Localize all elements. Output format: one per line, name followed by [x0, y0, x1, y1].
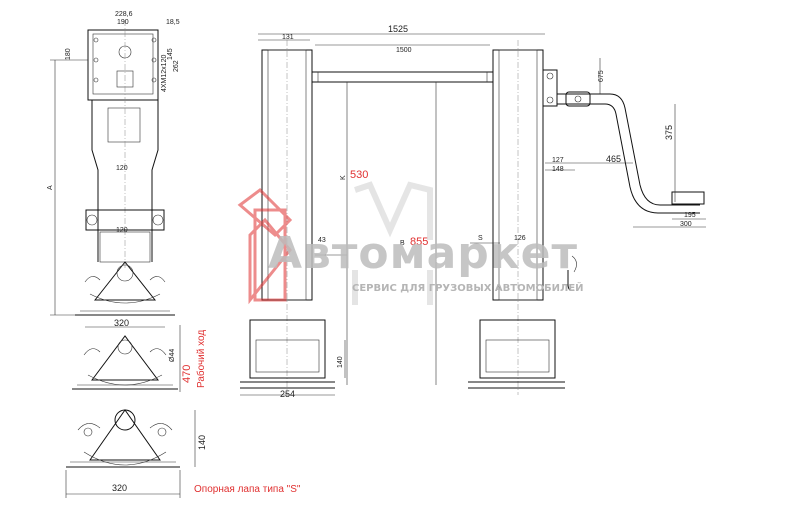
side-view [50, 20, 181, 392]
dim-diameter-44: Ø44 [169, 349, 176, 362]
crank-148: 148 [552, 166, 564, 173]
front-foot-width: 254 [280, 389, 295, 399]
crank-127: 127 [552, 157, 564, 164]
watermark-brand: Автомаркет [268, 228, 578, 279]
dim-126: 126 [514, 235, 526, 242]
dim-18-5: 18,5 [166, 19, 180, 26]
dim-120-lower: 120 [116, 227, 128, 234]
dim-4xm12: 4XM12x120 [161, 55, 168, 92]
dim-320-upper: 320 [114, 318, 129, 328]
crank-195: 195 [684, 212, 696, 219]
k-label: K [340, 175, 347, 180]
foot-height: 140 [197, 435, 207, 450]
front-foot-height: 140 [337, 356, 344, 368]
dim-145: 145 [167, 48, 174, 60]
dim-190: 190 [117, 19, 129, 26]
k-value: 530 [350, 169, 368, 181]
front-view [240, 33, 577, 396]
crank-465: 465 [606, 154, 621, 164]
foot-width: 320 [112, 483, 127, 493]
crank-300: 300 [680, 221, 692, 228]
dim-228-6: 228,6 [115, 11, 133, 18]
watermark-tagline: СЕРВИС ДЛЯ ГРУЗОВЫХ АВТОМОБИЛЕЙ [352, 281, 584, 294]
front-width-outer: 1525 [388, 24, 408, 34]
front-width-shaft: 1500 [396, 47, 412, 54]
foot-s-view [65, 409, 196, 498]
dim-180: 180 [65, 48, 72, 60]
dim-262: 262 [173, 60, 180, 72]
foot-caption: Опорная лапа типа "S" [194, 484, 301, 495]
dim-43: 43 [318, 237, 326, 244]
dim-120-upper: 120 [116, 165, 128, 172]
b-label: B [400, 240, 405, 247]
crank-handle [545, 58, 706, 228]
front-left-top: 131 [282, 34, 294, 41]
crank-375: 375 [664, 125, 674, 140]
b-value: 855 [410, 236, 428, 248]
crank-675: 675 [598, 70, 605, 82]
stroke-label: Рабочий ход [195, 330, 207, 388]
dim-s: S [478, 235, 483, 242]
stroke-value: 470 [181, 365, 193, 383]
dim-a-label: A [47, 185, 54, 190]
brand-logo [237, 181, 433, 305]
